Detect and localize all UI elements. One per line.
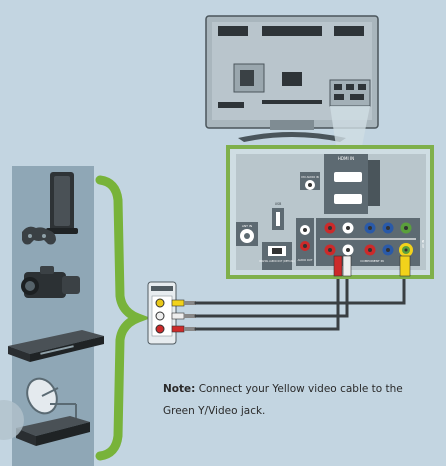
label-audio-out: AUDIO OUT [298, 258, 313, 262]
callout-pointer [330, 106, 370, 146]
label-ant-in: ANT IN [242, 224, 252, 228]
brace [95, 175, 151, 461]
tv [205, 15, 379, 142]
decorative-circle [0, 400, 24, 440]
dvd-player-icon [8, 330, 104, 362]
label-av-in: AV IN [421, 240, 425, 248]
note-body: Connect your Yellow video cable to the G… [163, 383, 403, 417]
label-hdmi-in: HDMI IN [338, 156, 354, 161]
label-usb: USB [275, 202, 282, 206]
hdmi-section [324, 154, 380, 214]
camcorder-icon [21, 266, 80, 298]
digital-audio-out [262, 242, 292, 270]
label-dvi-audio-in: DVI AUDIO IN [301, 175, 318, 179]
rca-cable-box [147, 281, 177, 345]
cables [194, 274, 406, 331]
rca-plugs-left [171, 299, 196, 333]
rca-plugs-panel [333, 255, 411, 277]
audio-out [296, 218, 314, 266]
label-component-in: COMPONENT IN [360, 259, 384, 263]
note-text: Note: Connect your Yellow video cable to… [163, 378, 425, 422]
ant-in [236, 222, 258, 246]
note-label: Note: [163, 383, 196, 395]
game-console-icon [22, 172, 78, 245]
dvi-audio-in [300, 172, 320, 190]
label-digital-audio-out: DIGITAL AUDIO OUT (OPTICAL) [259, 260, 294, 263]
usb-port [272, 208, 284, 230]
satellite-receiver-icon [16, 377, 90, 446]
